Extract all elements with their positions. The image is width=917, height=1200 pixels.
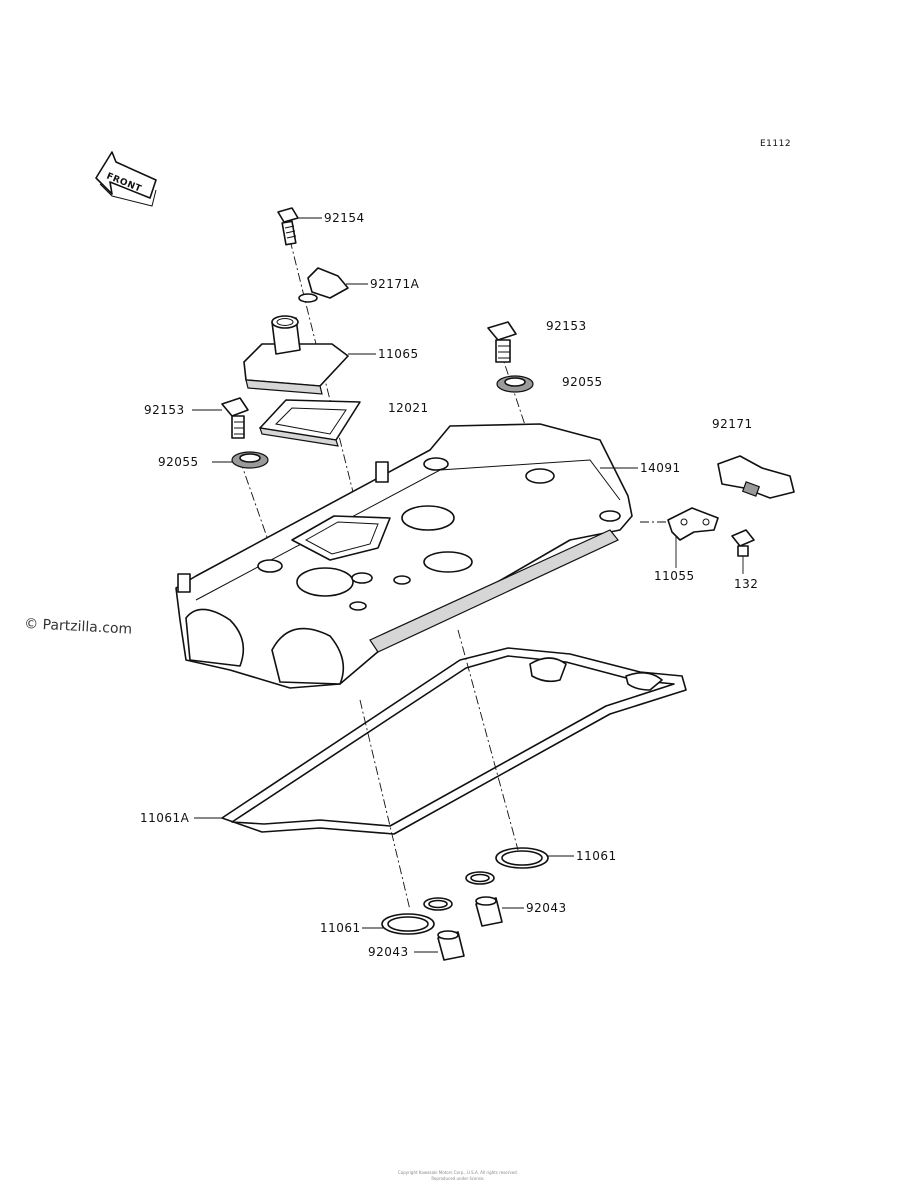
watermark-text: © Partzilla.com: [24, 616, 133, 638]
part-label-92154[interactable]: 92154: [324, 211, 365, 225]
washer-92055-left: [231, 451, 269, 469]
part-label-92171A[interactable]: 92171A: [370, 277, 420, 291]
bolt-92153-left: [221, 397, 249, 439]
part-label-11061A[interactable]: 11061A: [140, 811, 190, 825]
copyright-footer: Copyright Kawasaki Motors Corp., U.S.A. …: [398, 1170, 518, 1181]
bolt-132: [731, 529, 755, 557]
part-label-11065[interactable]: 11065: [378, 347, 419, 361]
part-label-92153-top[interactable]: 92153: [546, 319, 587, 333]
part-label-132[interactable]: 132: [734, 577, 758, 591]
bracket-92171A: [298, 267, 349, 303]
part-label-14091[interactable]: 14091: [640, 461, 681, 475]
clamp-92171: [717, 455, 795, 499]
part-label-92043-left[interactable]: 92043: [368, 945, 409, 959]
cover-14091: [175, 423, 633, 689]
dowel-92043-left: [437, 930, 465, 961]
part-label-92171[interactable]: 92171: [712, 417, 753, 431]
part-label-12021[interactable]: 12021: [388, 401, 429, 415]
part-label-92055-left[interactable]: 92055: [158, 455, 199, 469]
bracket-11055: [667, 507, 719, 541]
footer-line-2: Reproduced under license.: [431, 1176, 484, 1181]
oring-11061-right: [465, 847, 549, 885]
part-label-92055-top[interactable]: 92055: [562, 375, 603, 389]
watermark: © Partzilla.com: [24, 616, 133, 638]
footer-line-1: Copyright Kawasaki Motors Corp., U.S.A. …: [398, 1170, 518, 1175]
cover-11065: [243, 315, 349, 395]
part-label-92153-left[interactable]: 92153: [144, 403, 185, 417]
part-label-92043-right[interactable]: 92043: [526, 901, 567, 915]
part-label-11061-left[interactable]: 11061: [320, 921, 361, 935]
part-label-11055[interactable]: 11055: [654, 569, 695, 583]
gasket-11061A: [221, 647, 687, 835]
part-label-11061-right[interactable]: 11061: [576, 849, 617, 863]
diagram-code: E1112: [760, 139, 791, 149]
washer-92055-top: [496, 375, 534, 393]
part-labels: 92154 92171A 11065 92153 92055 92153 120…: [140, 211, 758, 959]
leader-lines: [192, 217, 744, 953]
bolt-92154: [277, 207, 299, 246]
front-arrow-icon: FRONT: [95, 151, 157, 207]
oring-11061-left: [381, 897, 453, 935]
dowel-92043-right: [475, 896, 503, 927]
bolt-92153-top: [487, 321, 517, 363]
plate-12021: [259, 399, 361, 447]
